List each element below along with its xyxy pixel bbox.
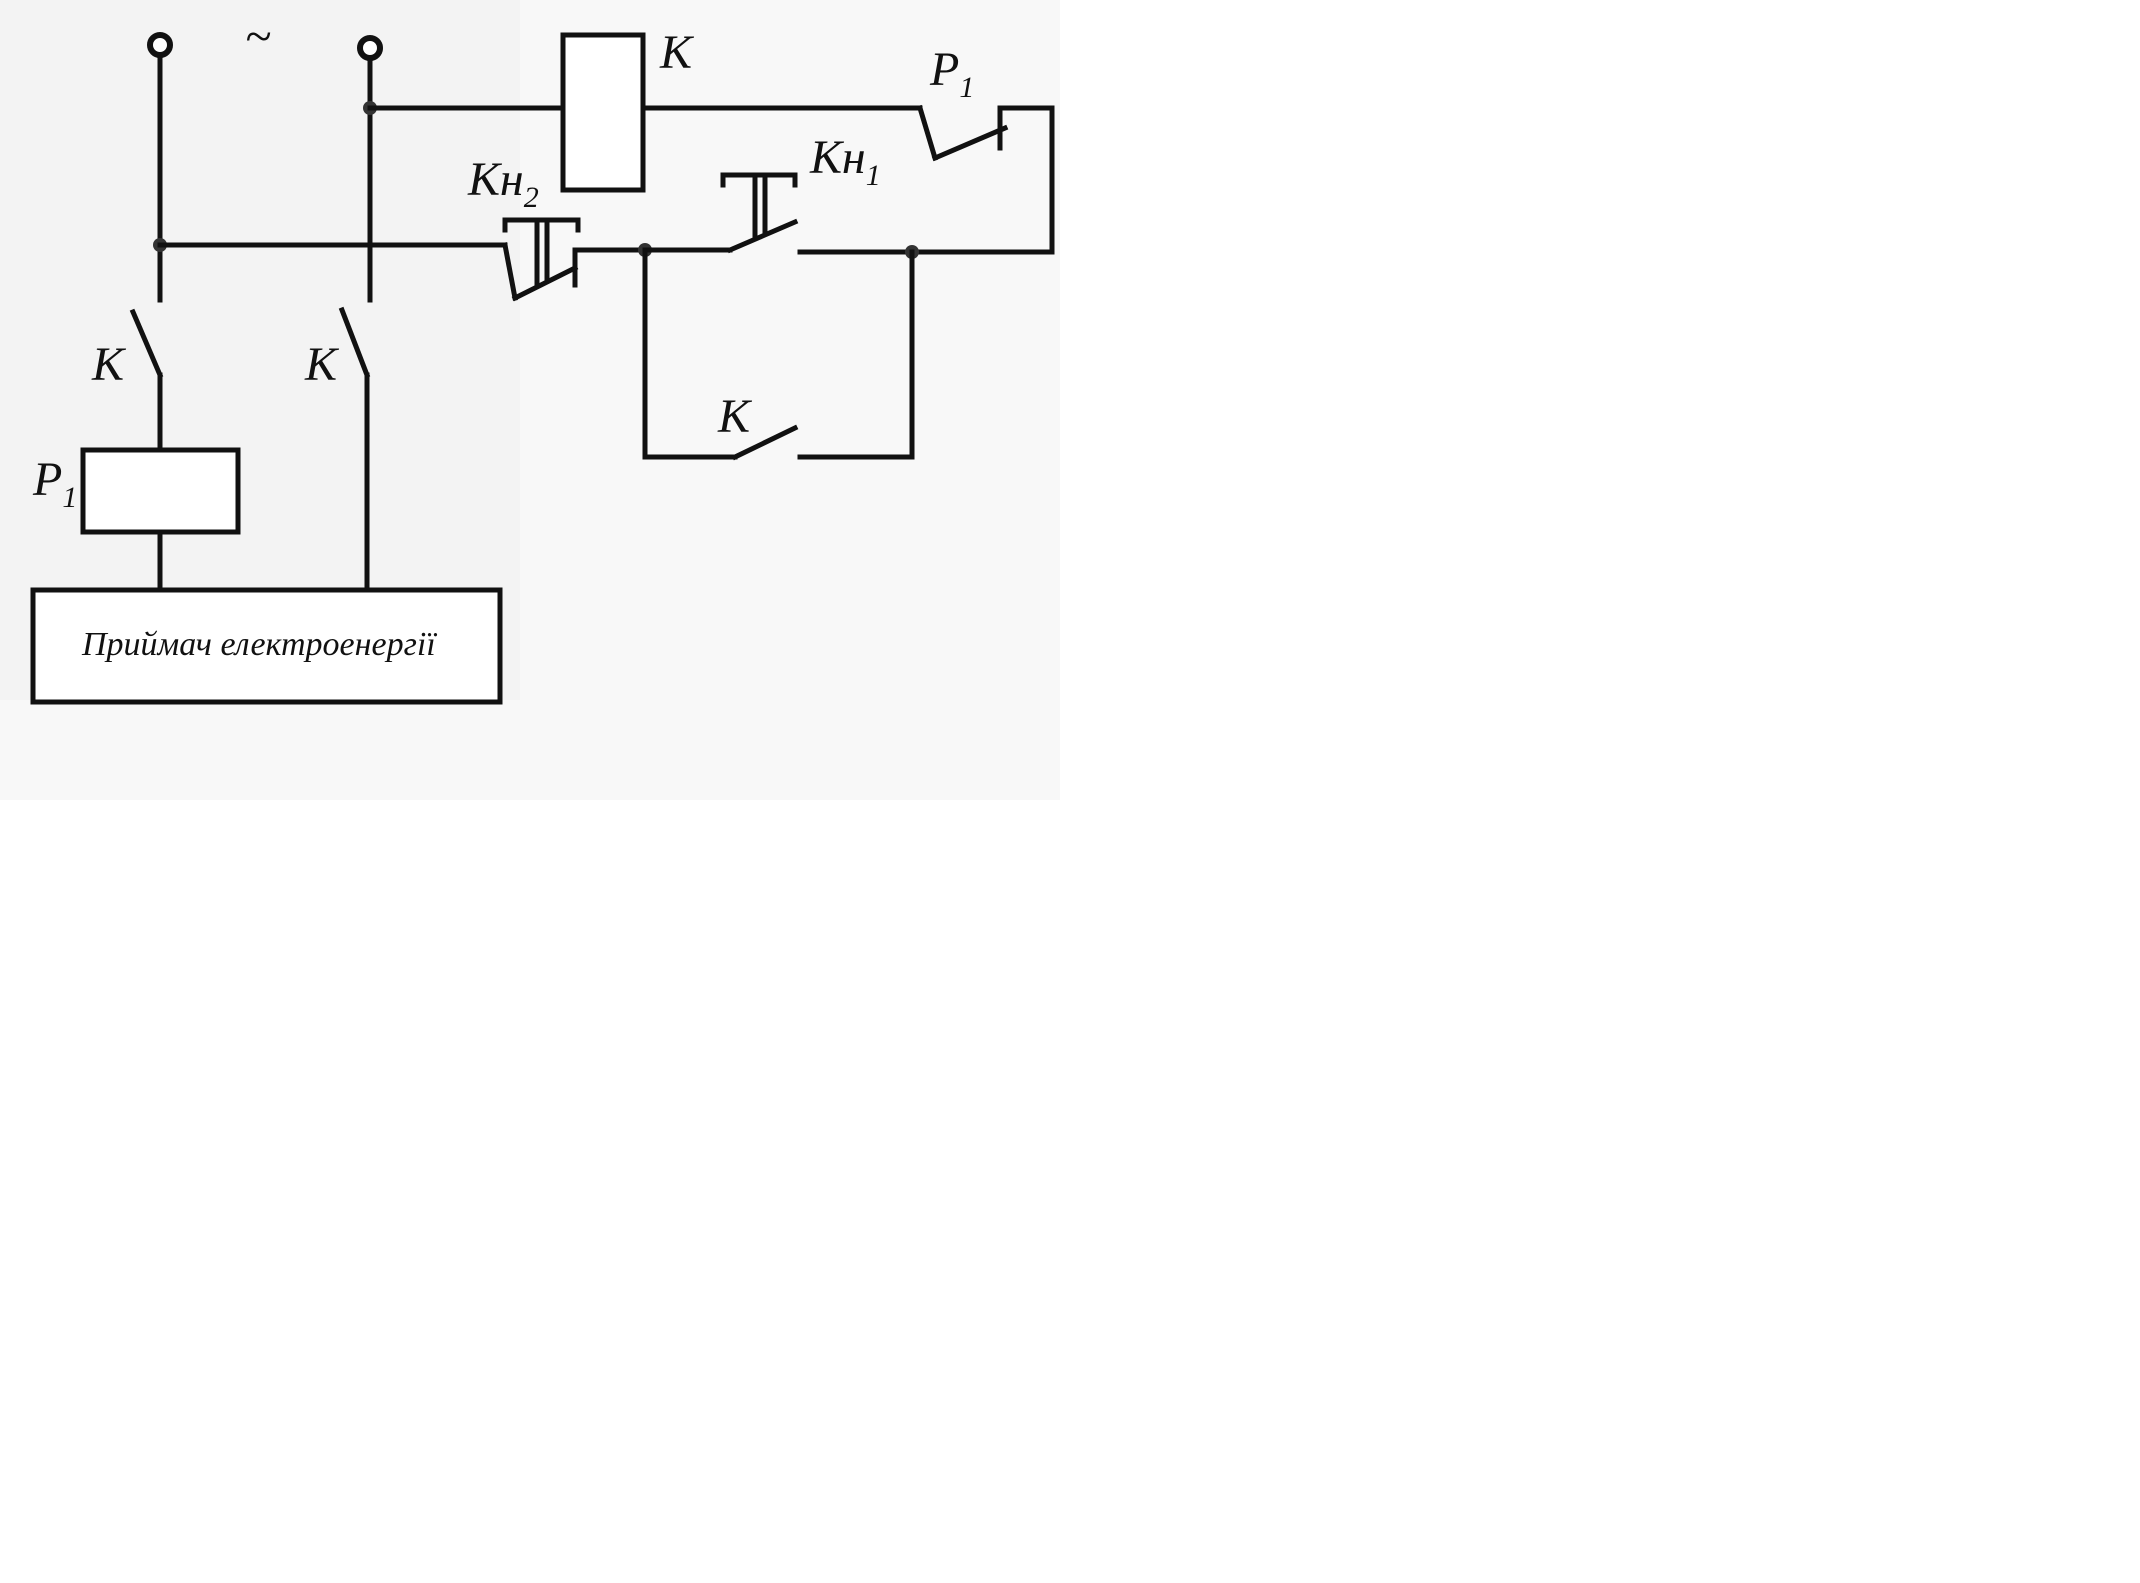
scan-background: [0, 0, 520, 700]
contact-k-mid-label: К: [304, 338, 340, 391]
button-kn2: [502, 242, 518, 301]
contact-k-hold-label: К: [717, 390, 753, 443]
contact-k-hold: [731, 424, 799, 461]
coil-k-label: К: [659, 26, 695, 79]
contact-p1-label: P1: [929, 43, 974, 104]
supply-terminal-right: [357, 35, 383, 61]
contact-p1: [916, 104, 939, 162]
contact-k-left-label: К: [91, 338, 127, 391]
ac-source-symbol: ~: [245, 10, 271, 63]
coil-p1-label: P1: [32, 453, 77, 514]
button-kn1: [726, 218, 799, 254]
contact-k-left: [129, 308, 164, 379]
button-kn2-label: Кн2: [467, 153, 539, 214]
supply-terminal-left: [147, 32, 173, 58]
button-kn2: [511, 264, 579, 302]
button-kn1-label: Кн1: [809, 131, 881, 192]
contact-k-mid: [338, 306, 371, 379]
coil-k: [560, 32, 646, 193]
contact-p1: [931, 124, 1009, 162]
coil-p1: [80, 447, 241, 535]
power-receiver-box: [30, 587, 503, 705]
power-receiver-label: Приймач електроенергії: [81, 626, 437, 663]
